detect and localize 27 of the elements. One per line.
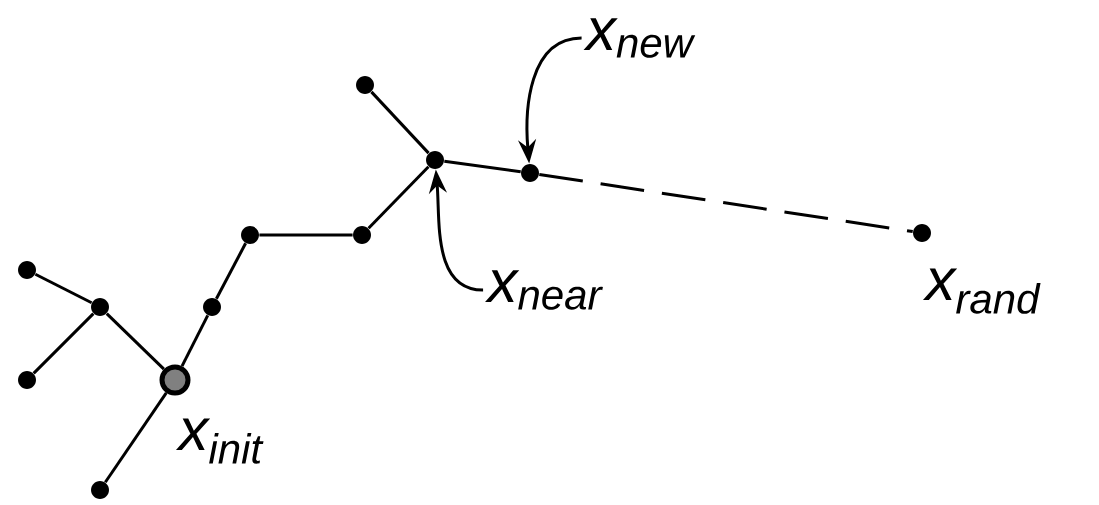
tree-edge — [104, 391, 168, 484]
tree-vertex — [521, 164, 539, 182]
extension-line — [539, 172, 913, 234]
tree-edge — [32, 312, 95, 375]
tree-vertex — [203, 298, 221, 316]
tree-vertex — [353, 226, 371, 244]
tree-edge — [215, 242, 247, 300]
tree-edge — [180, 314, 210, 367]
tree-vertex — [913, 224, 931, 242]
vertex-label: x$_{new}$ — [583, 18, 696, 58]
tree-vertex — [426, 151, 444, 169]
start-vertex — [159, 364, 191, 396]
tree-edge — [259, 233, 353, 237]
tree-vertex — [18, 261, 36, 279]
tree-edge — [444, 159, 521, 174]
tree-edge — [34, 272, 93, 305]
vertex-label: x$_{near}$ — [485, 270, 603, 310]
tree-vertex — [91, 481, 109, 499]
tree-vertex — [356, 76, 374, 94]
tree-edge — [367, 165, 430, 230]
tree-vertex — [18, 371, 36, 389]
tree-vertex — [91, 298, 109, 316]
vertex-label: x$_{rand}$ — [923, 268, 1041, 314]
tree-vertex — [241, 226, 259, 244]
tree-edge — [370, 90, 430, 155]
vertex-label: x$_{init}$ — [176, 418, 264, 464]
tree-edge — [105, 312, 165, 371]
